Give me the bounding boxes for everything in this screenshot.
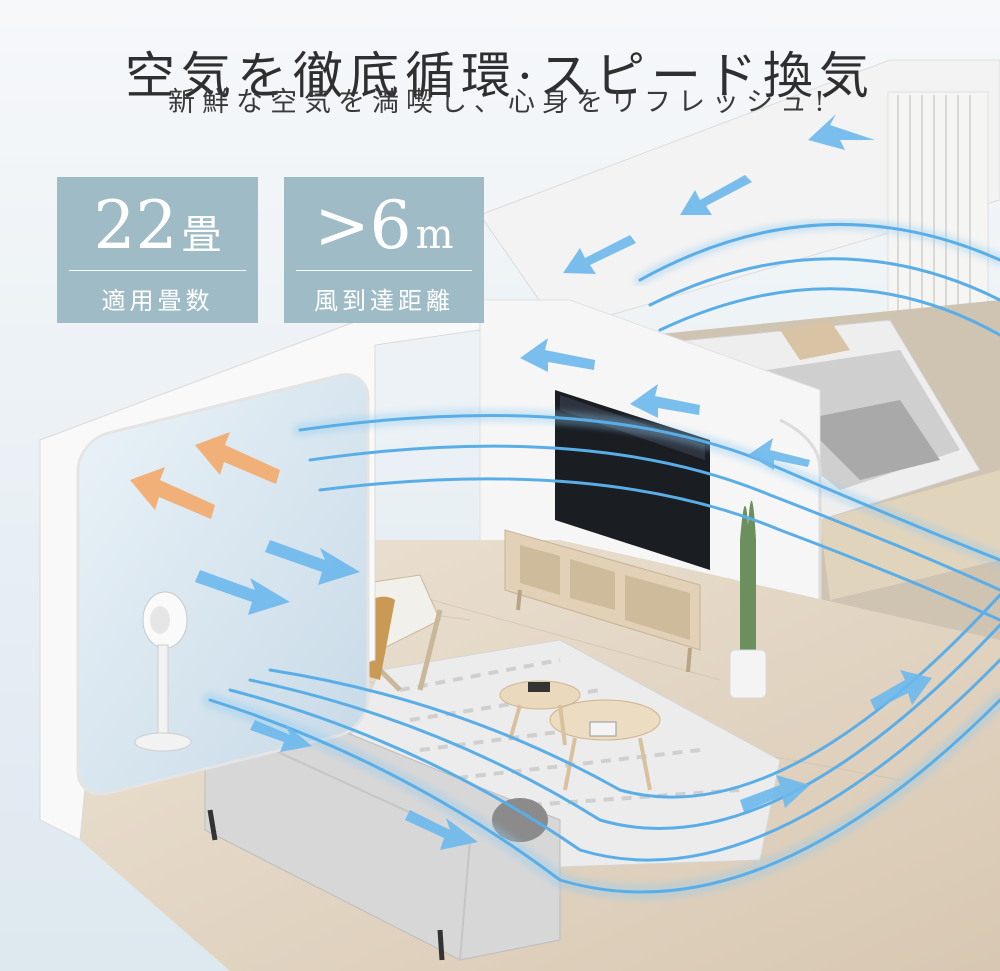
wind-reach-value: >6 bbox=[314, 187, 412, 264]
wind-reach-caption: 風到達距離 bbox=[314, 287, 454, 315]
badge-divider bbox=[69, 270, 246, 271]
sofa bbox=[204, 728, 561, 961]
airflow-arrows bbox=[195, 114, 932, 850]
circulator-fan bbox=[134, 591, 192, 752]
airflow-lines bbox=[202, 218, 1000, 900]
headline: 空気を徹底循環·スピード換気 bbox=[125, 46, 875, 105]
coffee-tables bbox=[499, 680, 661, 791]
coverage-area-value: 22 bbox=[93, 187, 178, 264]
coverage-area-caption: 適用畳数 bbox=[101, 287, 214, 315]
wind-reach-unit: m bbox=[415, 212, 454, 258]
badge-divider bbox=[296, 270, 472, 271]
tv-stand bbox=[504, 529, 701, 673]
coverage-area-unit: 畳 bbox=[181, 212, 222, 258]
warm-air-arrows bbox=[130, 432, 280, 519]
potted-plant bbox=[729, 500, 767, 699]
subheadline: 新鮮な空気を満喫し、心身をリフレッシュ! bbox=[168, 87, 832, 118]
